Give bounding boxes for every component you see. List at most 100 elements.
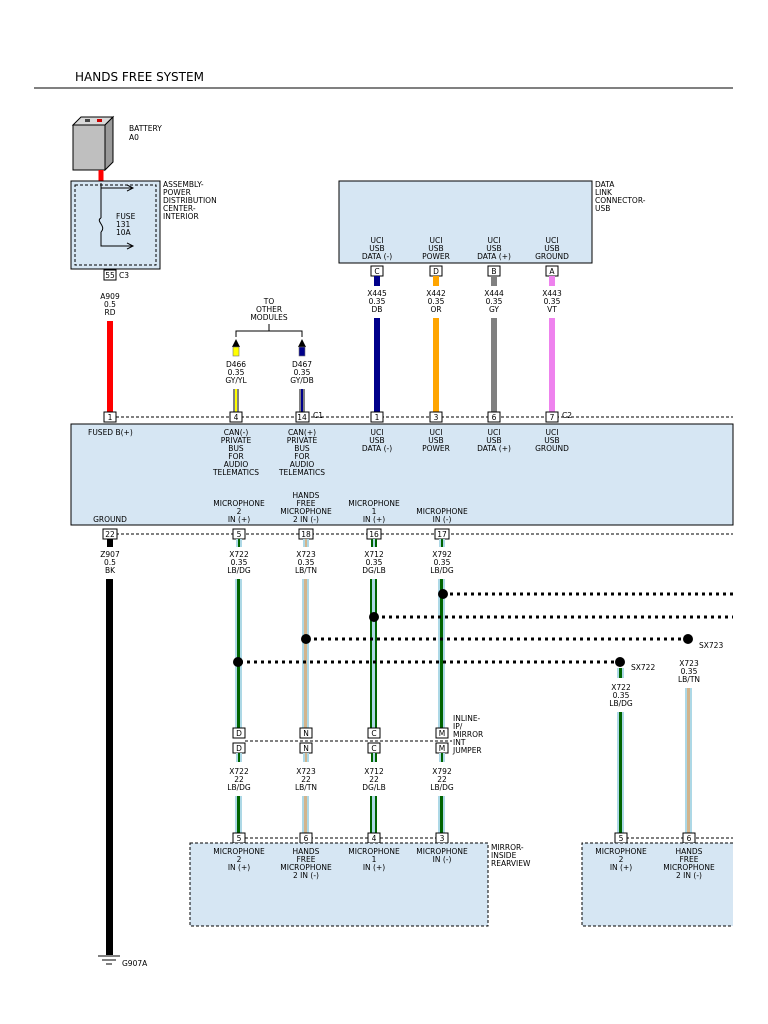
wire-x722-lower	[235, 796, 242, 833]
svg-text:0.35: 0.35	[681, 667, 698, 676]
svg-text:0.35: 0.35	[228, 368, 245, 377]
svg-text:0.35: 0.35	[486, 297, 503, 306]
svg-text:MODULES: MODULES	[250, 313, 288, 322]
lower-wire-labels: X722 22 LB/DG X723 22 LB/TN X712 22 DG/L…	[227, 767, 454, 792]
svg-text:5: 5	[237, 834, 242, 843]
svg-text:CAN(+): CAN(+)	[288, 428, 316, 437]
fuse-number: 131	[116, 220, 131, 229]
can-plus-label: CAN(+) PRIVATE BUS FOR AUDIO TELEMATICS	[278, 428, 325, 477]
svg-text:UCI: UCI	[488, 428, 501, 437]
svg-text:UCI: UCI	[371, 428, 384, 437]
wire-x722-splice-label: X722 0.35 LB/DG	[609, 683, 633, 708]
svg-text:IN (+): IN (+)	[228, 863, 250, 872]
svg-text:UCI: UCI	[371, 236, 384, 245]
svg-text:DATA (+): DATA (+)	[477, 252, 511, 261]
svg-text:D: D	[236, 744, 242, 753]
svg-text:CENTER-: CENTER-	[163, 204, 196, 213]
svg-text:MICROPHONE: MICROPHONE	[595, 847, 647, 856]
arrow-up-icon	[232, 339, 240, 347]
svg-text:GROUND: GROUND	[535, 444, 569, 453]
svg-text:PRIVATE: PRIVATE	[287, 436, 318, 445]
svg-text:OR: OR	[430, 305, 441, 314]
wire-x722-right	[617, 668, 624, 833]
svg-text:X723: X723	[296, 767, 316, 776]
svg-text:POWER: POWER	[422, 444, 450, 453]
svg-text:HANDS: HANDS	[293, 847, 320, 856]
splice-sx723-label: SX723	[699, 641, 723, 650]
svg-text:LB/TN: LB/TN	[295, 783, 317, 792]
lower-wire-stubs	[236, 753, 445, 762]
svg-text:5: 5	[619, 834, 624, 843]
svg-text:DG/LB: DG/LB	[362, 783, 385, 792]
svg-text:D: D	[433, 267, 439, 276]
pdc-pin-number: 55	[105, 271, 115, 280]
svg-text:MICROPHONE: MICROPHONE	[416, 507, 468, 516]
svg-text:X712: X712	[364, 767, 384, 776]
connector-c2: C2	[562, 411, 572, 420]
svg-text:GY/YL: GY/YL	[225, 376, 247, 385]
svg-text:DISTRIBUTION: DISTRIBUTION	[163, 196, 217, 205]
jumper-label: INLINE- IP/ MIRROR INT JUMPER	[452, 714, 483, 755]
pdc-box	[70, 180, 161, 270]
battery-icon	[71, 115, 115, 172]
svg-text:JUMPER: JUMPER	[452, 746, 482, 755]
svg-text:POWER: POWER	[422, 252, 450, 261]
svg-text:REARVIEW: REARVIEW	[491, 859, 531, 868]
svg-text:MICROPHONE: MICROPHONE	[348, 499, 400, 508]
svg-text:N: N	[303, 744, 309, 753]
svg-text:0.35: 0.35	[544, 297, 561, 306]
wire-d466	[233, 389, 239, 412]
svg-text:UCI: UCI	[546, 236, 559, 245]
svg-text:LB/TN: LB/TN	[295, 566, 317, 575]
svg-text:1: 1	[108, 413, 113, 422]
svg-text:C: C	[371, 744, 376, 753]
svg-text:LB/DG: LB/DG	[430, 783, 454, 792]
svg-text:2: 2	[237, 855, 242, 864]
arrow-up-icon	[298, 339, 306, 347]
svg-text:D: D	[236, 729, 242, 738]
svg-text:X723: X723	[679, 659, 699, 668]
svg-text:TELEMATICS: TELEMATICS	[278, 468, 325, 477]
svg-text:3: 3	[440, 834, 445, 843]
svg-text:6: 6	[492, 413, 497, 422]
svg-text:INLINE-: INLINE-	[453, 714, 481, 723]
svg-text:POWER: POWER	[163, 188, 191, 197]
svg-text:X723: X723	[296, 550, 316, 559]
svg-text:USB: USB	[486, 244, 501, 253]
svg-text:0.5: 0.5	[104, 300, 116, 309]
wire-z907	[106, 579, 113, 955]
wire-z907-stub	[107, 539, 113, 547]
svg-text:IN (-): IN (-)	[433, 855, 452, 864]
wire-a909	[107, 321, 113, 412]
svg-text:C: C	[374, 267, 379, 276]
svg-text:4: 4	[234, 413, 239, 422]
telematics-module-box	[70, 423, 734, 526]
wire-d467	[299, 389, 305, 412]
svg-text:X722: X722	[229, 767, 249, 776]
svg-text:LB/DG: LB/DG	[227, 783, 251, 792]
svg-text:AUDIO: AUDIO	[290, 460, 315, 469]
svg-text:UCI: UCI	[488, 236, 501, 245]
svg-text:FREE: FREE	[296, 855, 315, 864]
svg-text:IN (+): IN (+)	[228, 515, 250, 524]
svg-text:7: 7	[550, 413, 555, 422]
svg-text:4: 4	[372, 834, 377, 843]
svg-text:MICROPHONE: MICROPHONE	[213, 499, 265, 508]
svg-text:14: 14	[297, 413, 307, 422]
svg-text:2: 2	[619, 855, 624, 864]
mic-wire-stubs	[236, 539, 445, 547]
svg-text:LB/DG: LB/DG	[609, 699, 633, 708]
svg-text:INSIDE: INSIDE	[491, 851, 517, 860]
splice-node	[438, 589, 448, 599]
svg-text:M: M	[439, 729, 445, 738]
svg-text:0.35: 0.35	[434, 558, 451, 567]
svg-text:X443: X443	[542, 289, 562, 298]
svg-text:B: B	[491, 267, 496, 276]
battery-code: A0	[129, 133, 139, 142]
svg-text:C: C	[371, 729, 376, 738]
module-mic-labels: MICROPHONE 2 IN (+) HANDS FREE MICROPHON…	[213, 491, 468, 524]
svg-text:USB: USB	[544, 244, 559, 253]
ground-g907a-label: G907A	[122, 959, 148, 968]
wire-x445	[374, 318, 380, 412]
